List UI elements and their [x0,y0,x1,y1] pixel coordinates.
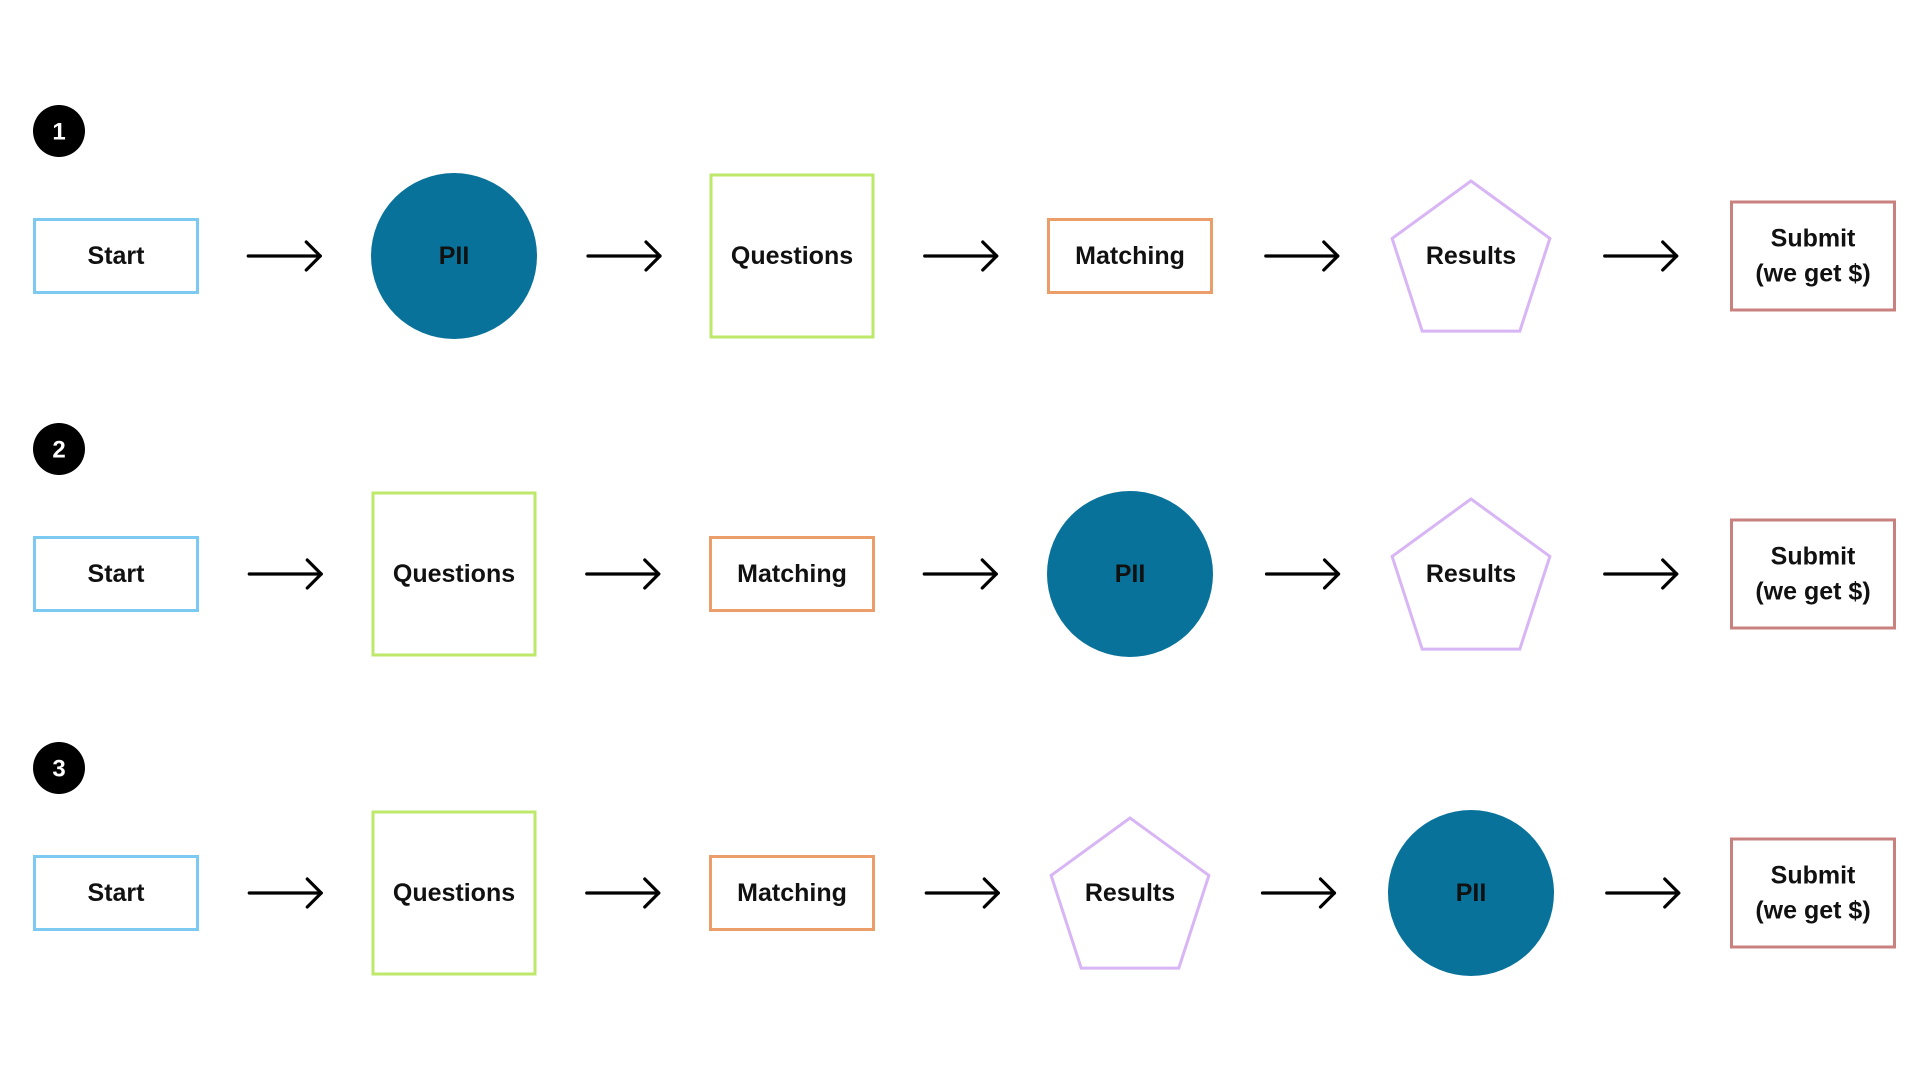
step-matching-label: Matching [1075,242,1185,270]
flow-arrow [1260,877,1337,909]
step-submit: Submit (we get $) [1730,200,1896,312]
step-matching: Matching [709,536,875,612]
step-start-label: Start [88,242,146,270]
flow-arrow [246,240,322,272]
step-pii: PII [1047,491,1213,657]
flow-arrow [1605,877,1681,909]
flow-number-badge: 1 [33,105,85,157]
step-submit-label-line-2: (we get $) [1755,578,1870,606]
flow-arrow [923,240,999,272]
step-questions: Questions [371,810,537,976]
flow-arrow [1603,558,1679,590]
step-pii-label: PII [1115,560,1146,588]
step-start-label: Start [88,879,146,907]
step-pii-label: PII [1456,879,1487,907]
step-pii-shape [1388,810,1554,976]
step-start-shape [33,536,199,612]
step-results: Results [1390,497,1552,651]
step-matching-shape [709,855,875,931]
step-submit-label-line-1: Submit [1771,862,1856,890]
flow-number-badge: 3 [33,742,85,794]
step-start-label: Start [88,560,146,588]
step-results-shape [1390,497,1552,651]
step-pii-label: PII [439,242,470,270]
step-submit-label-line-2: (we get $) [1755,897,1870,925]
step-submit-label-line-1: Submit [1771,225,1856,253]
step-pii-shape [371,173,537,339]
step-results: Results [1390,179,1552,333]
step-questions-label: Questions [393,879,515,907]
flow-arrow [1603,240,1679,272]
flow-number-label: 2 [52,437,65,464]
flow-arrow [585,558,661,590]
step-submit-shape [1730,518,1896,630]
step-submit-shape [1730,837,1896,949]
flow-arrow [585,877,661,909]
step-results-shape [1390,179,1552,333]
step-questions-label: Questions [393,560,515,588]
step-start: Start [33,855,199,931]
flow-arrow [924,877,1000,909]
flow-arrow [247,877,323,909]
step-questions: Questions [371,491,537,657]
step-submit-shape [1730,200,1896,312]
flow-number-label: 1 [52,119,65,146]
step-pii: PII [1388,810,1554,976]
step-matching: Matching [709,855,875,931]
step-matching-label: Matching [737,560,847,588]
step-questions: Questions [709,173,875,339]
step-submit: Submit (we get $) [1730,837,1896,949]
step-questions-shape [371,491,537,657]
step-results-label: Results [1426,242,1516,270]
step-results-shape [1049,816,1211,970]
step-submit-label-line-2: (we get $) [1755,260,1870,288]
flow-number-badge: 2 [33,423,85,475]
step-start-shape [33,855,199,931]
step-matching-shape [709,536,875,612]
step-results-label: Results [1085,879,1175,907]
step-start: Start [33,536,199,612]
step-matching: Matching [1047,218,1213,294]
step-pii-shape [1047,491,1213,657]
flow-arrow [1264,240,1340,272]
step-matching-label: Matching [737,879,847,907]
flow-number-label: 3 [52,756,65,783]
step-submit: Submit (we get $) [1730,518,1896,630]
flow-arrow [1264,558,1341,590]
flow-arrow [586,240,662,272]
step-start: Start [33,218,199,294]
step-pii: PII [371,173,537,339]
step-submit-label-line-1: Submit [1771,543,1856,571]
flow-arrow [247,558,323,590]
step-matching-shape [1047,218,1213,294]
step-results: Results [1049,816,1211,970]
step-results-label: Results [1426,560,1516,588]
step-questions-label: Questions [731,242,853,270]
step-questions-shape [709,173,875,339]
step-questions-shape [371,810,537,976]
step-start-shape [33,218,199,294]
flow-arrow [922,558,998,590]
